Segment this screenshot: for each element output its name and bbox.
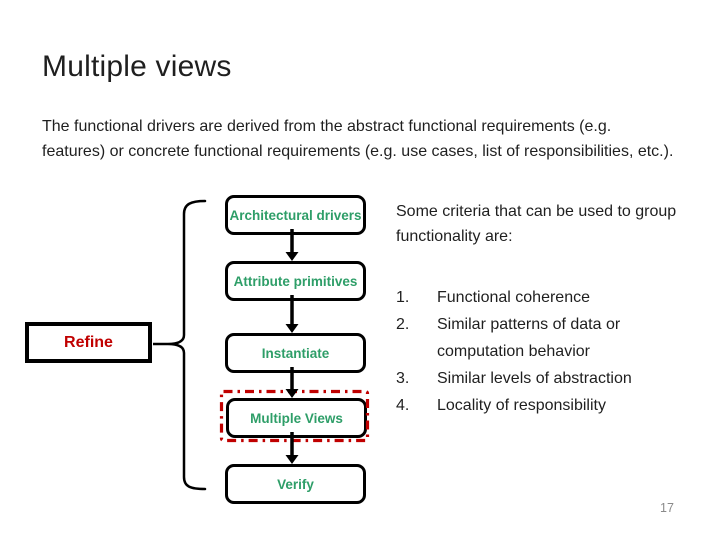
list-item: 1. Functional coherence <box>396 284 666 311</box>
flow-box-attribute-primitives: Attribute primitives <box>225 261 366 301</box>
flow-box-label: Instantiate <box>261 345 330 361</box>
list-item: 3. Similar levels of abstraction <box>396 365 666 392</box>
list-item-number: 3. <box>396 370 410 387</box>
flow-box-label: Verify <box>277 476 314 492</box>
refine-bracket <box>167 199 207 491</box>
flow-box-label: Architectural drivers <box>229 207 362 223</box>
list-item-text: Functional coherence <box>437 289 590 306</box>
list-item-number: 1. <box>396 289 410 306</box>
list-item-number: 2. <box>396 316 410 333</box>
list-item-number: 4. <box>396 397 410 414</box>
refine-box: Refine <box>25 322 152 363</box>
page-title: Multiple views <box>42 50 232 83</box>
flow-box-multiple-views: Multiple Views <box>226 398 367 438</box>
list-item: 2. Similar patterns of data or computati… <box>396 311 666 365</box>
criteria-list: 1. Functional coherence 2. Similar patte… <box>396 284 666 419</box>
list-item-text: Locality of responsibility <box>437 397 606 414</box>
list-item-text: Similar patterns of data or computation … <box>437 316 621 360</box>
intro-paragraph: The functional drivers are derived from … <box>42 118 674 160</box>
flow-box-label: Attribute primitives <box>233 273 358 289</box>
flow-box-verify: Verify <box>225 464 366 504</box>
flow-box-instantiate: Instantiate <box>225 333 366 373</box>
page-number: 17 <box>660 501 674 515</box>
flow-box-label: Multiple Views <box>250 410 343 426</box>
flow-box-architectural-drivers: Architectural drivers <box>225 195 366 235</box>
criteria-intro: Some criteria that can be used to group … <box>396 203 677 245</box>
list-item-text: Similar levels of abstraction <box>437 370 632 387</box>
refine-label: Refine <box>64 333 113 351</box>
list-item: 4. Locality of responsibility <box>396 392 666 419</box>
